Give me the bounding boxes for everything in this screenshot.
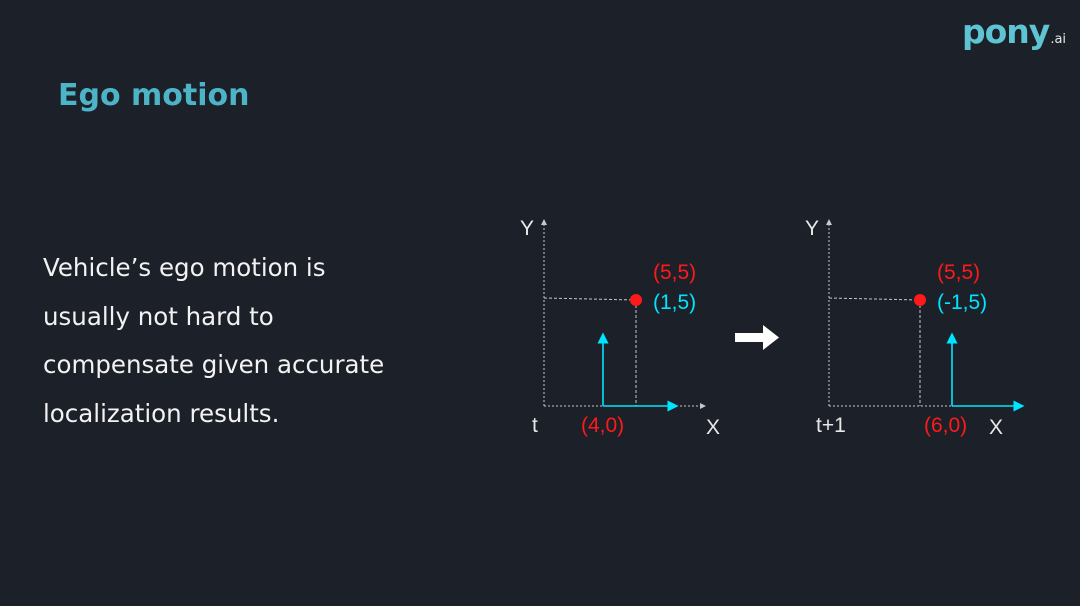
right-time-label: t+1	[816, 414, 846, 437]
body-line: compensate given accurate	[43, 350, 385, 379]
body-line: usually not hard to	[43, 301, 274, 331]
left-point-global-coord: (5,5)	[653, 261, 696, 284]
right-point-horizontal-guide	[828, 297, 921, 301]
body-line: localization results.	[43, 398, 280, 428]
right-y-label: Y	[805, 217, 819, 240]
left-y-label: Y	[520, 217, 534, 240]
right-vehicle-pos: (6,0)	[924, 414, 967, 437]
left-panel: Y X t (5,5) (1,5) (4,0)	[520, 217, 720, 439]
right-point-local-coord: (-1,5)	[937, 291, 987, 314]
right-object-point	[914, 294, 926, 306]
right-point-global-coord: (5,5)	[937, 261, 980, 284]
left-vehicle-pos: (4,0)	[581, 414, 624, 437]
transition-arrow-icon	[735, 325, 779, 350]
left-object-point	[630, 294, 642, 306]
left-time-label: t	[532, 414, 538, 437]
body-line: Vehicle’s ego motion is	[43, 253, 326, 282]
right-x-label: X	[989, 416, 1003, 439]
left-x-label: X	[706, 416, 720, 439]
pony-ai-logo: pony.ai	[962, 12, 1066, 51]
slide-title: Ego motion	[58, 78, 250, 113]
left-point-local-coord: (1,5)	[653, 291, 696, 314]
right-panel: Y X t+1 (5,5) (-1,5) (6,0)	[805, 217, 1025, 439]
left-point-horizontal-guide	[543, 297, 637, 301]
logo-sub-text: .ai	[1050, 32, 1067, 47]
slide-body: Vehicle’s ego motion is usually not hard…	[43, 244, 443, 438]
logo-main-text: pony	[962, 12, 1050, 51]
